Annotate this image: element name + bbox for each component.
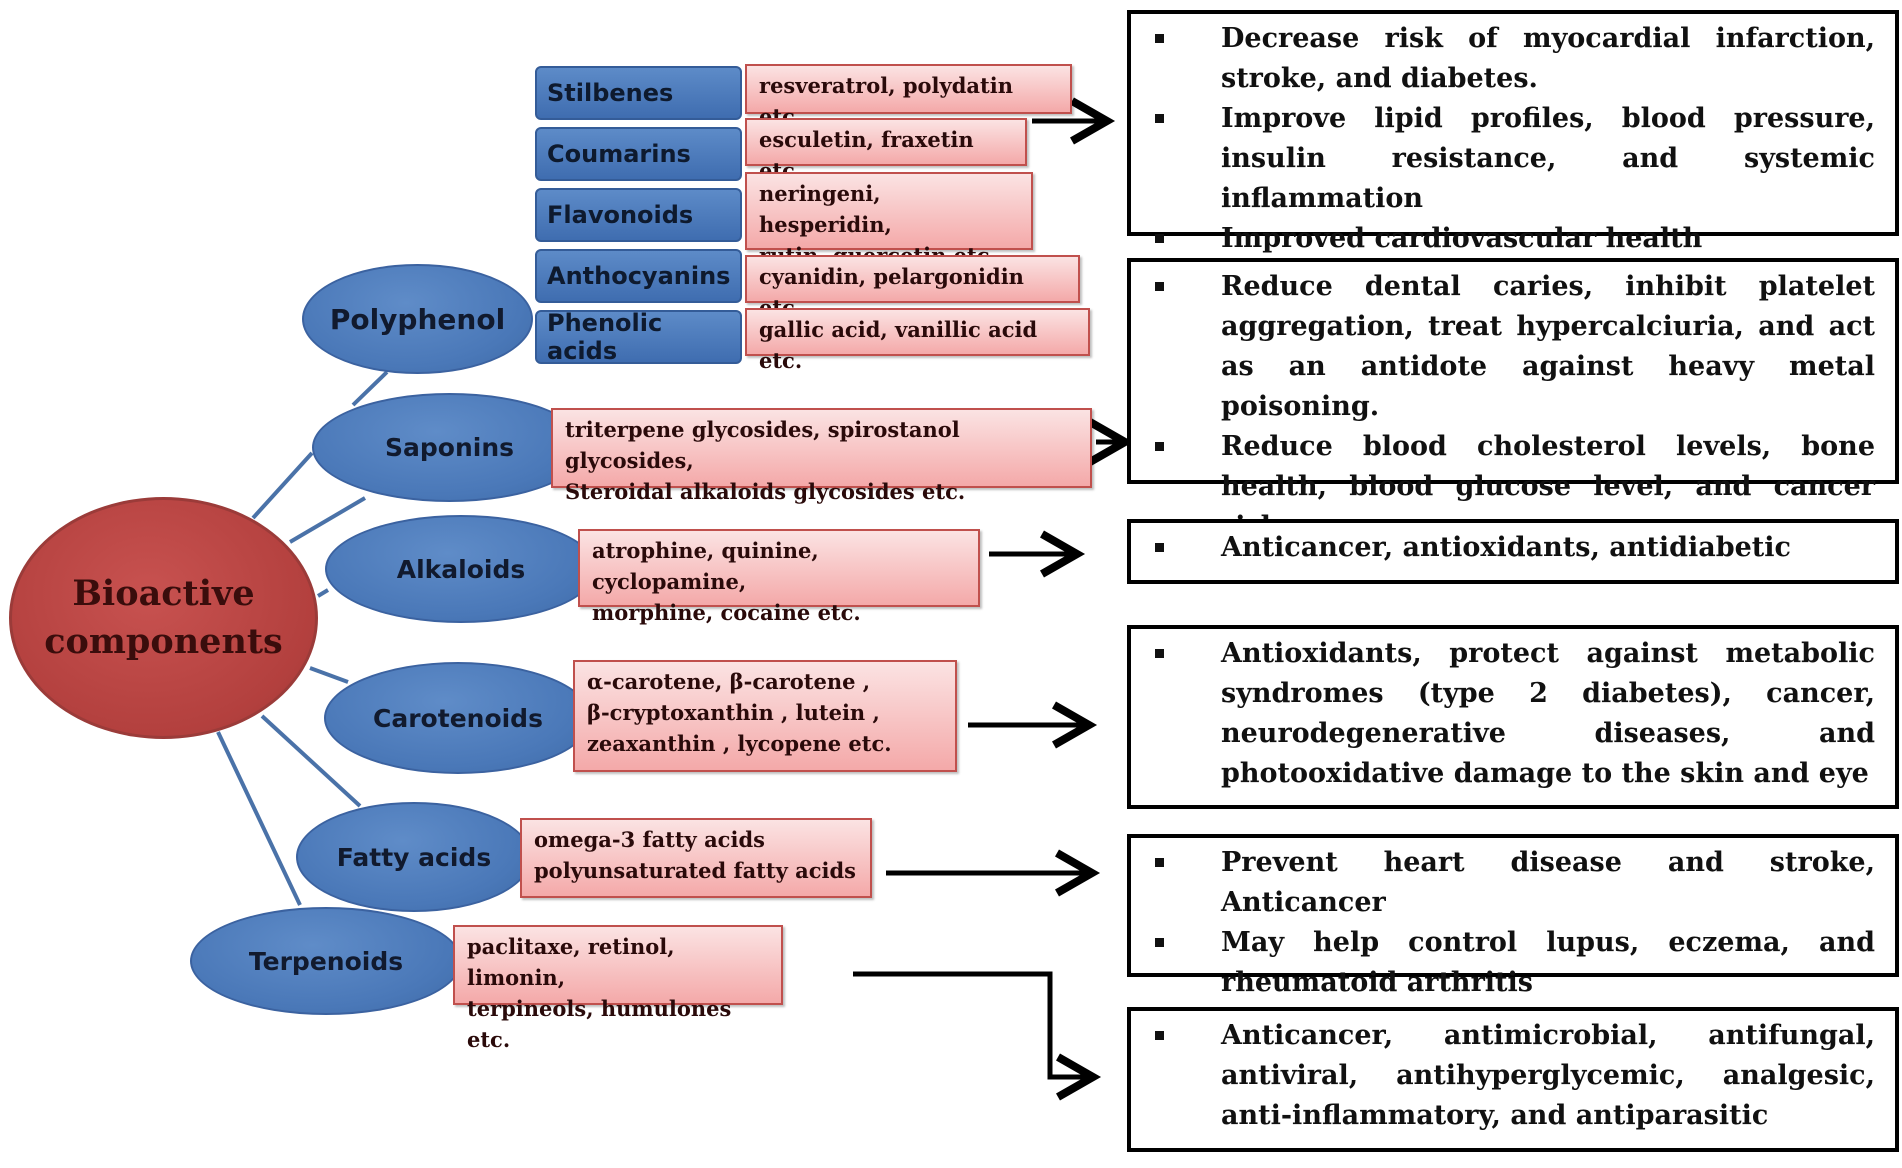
subclass-stilbenes: Stilbenes (535, 66, 742, 120)
subclass-label: Anthocyanins (547, 262, 731, 290)
effects-carotenoids-box: Antioxidants, protect against metabolic … (1127, 625, 1899, 809)
class-label: Terpenoids (248, 946, 404, 976)
examples-phenolic-acids: gallic acid, vanillic acid etc. (745, 308, 1090, 373)
saponins-node: Saponins (312, 393, 587, 502)
class-label: Alkaloids (396, 554, 526, 584)
examples-flavonoids: neringeni, hesperidin, rutin, quercetin … (745, 172, 1033, 268)
subclass-coumarins: Coumarins (535, 127, 742, 181)
main-node-line1: Bioactive (72, 573, 255, 614)
branch-line-terpenoids (216, 731, 302, 906)
examples-anthocyanins: cyanidin, pelargonidin etc. (745, 255, 1080, 320)
examples-saponins: triterpene glycosides, spirostanol glyco… (551, 408, 1092, 504)
class-label: Carotenoids (373, 703, 543, 733)
branch-line-carotenoids (309, 666, 349, 684)
effects-fatty-acids-box: Prevent heart disease and stroke, Antica… (1127, 834, 1899, 998)
examples-fatty-acids: omega-3 fatty acids polyunsaturated fatt… (520, 818, 872, 898)
examples-coumarins: esculetin, fraxetin etc. (745, 118, 1027, 183)
effects-terpenoids-box: Anticancer, antimicrobial, antifungal, a… (1127, 1007, 1899, 1152)
branch-line-polyphenol (351, 370, 389, 407)
examples-alkaloids: atrophine, quinine, cyclopamine, morphin… (578, 529, 980, 625)
bioactive-components-node: Bioactive components (9, 497, 318, 739)
examples-carotenoids: α-carotene, β-carotene , β-cryptoxanthin… (573, 660, 957, 772)
subclass-label: Phenolic acids (547, 309, 663, 365)
branch-line-saponins (251, 451, 314, 520)
alkaloids-node: Alkaloids (325, 515, 597, 623)
class-label: Saponins (385, 433, 514, 462)
examples-stilbenes: resveratrol, polydatin etc. (745, 64, 1072, 129)
terpenoids-node: Terpenoids (190, 907, 462, 1015)
subclass-label: Coumarins (547, 140, 691, 168)
subclass-label: Stilbenes (547, 79, 674, 107)
branch-line-alkaloids (316, 588, 330, 598)
effect-item: Reduce dental caries, inhibit platelet a… (1141, 267, 1875, 427)
effect-item: Improved cardiovascular health (1141, 219, 1875, 259)
polyphenol-label: Polyphenol (329, 302, 506, 336)
effects-saponins-box: Reduce dental caries, inhibit platelet a… (1127, 258, 1899, 542)
fatty-acids-node: Fatty acids (296, 802, 532, 912)
subclass-phenolic-acids: Phenolic acids (535, 309, 742, 365)
effect-item: Antioxidants, protect against metabolic … (1141, 634, 1875, 794)
main-node-line2: components (44, 621, 283, 662)
effect-item: Anticancer, antimicrobial, antifungal, a… (1141, 1016, 1875, 1136)
effect-item: Prevent heart disease and stroke, Antica… (1141, 843, 1875, 923)
class-label: Fatty acids (336, 842, 492, 872)
effect-item: Improve lipid profiles, blood pressure, … (1141, 99, 1875, 219)
polyphenol-node: Polyphenol (302, 264, 533, 374)
effect-item: Decrease risk of myocardial infarction, … (1141, 19, 1875, 99)
examples-terpenoids: paclitaxe, retinol, limonin, terpineols,… (453, 925, 783, 1052)
effect-item: May help control lupus, eczema, and rheu… (1141, 923, 1875, 1003)
arrow-terpenoids (853, 971, 1102, 1101)
subclass-flavonoids: Flavonoids (535, 188, 742, 242)
effects-alkaloids-box: Anticancer, antioxidants, antidiabetic (1127, 519, 1899, 584)
effects-polyphenol-box: Decrease risk of myocardial infarction, … (1127, 10, 1899, 254)
branch-line-fatty-acids (260, 714, 362, 808)
subclass-anthocyanins: Anthocyanins (535, 249, 742, 303)
effect-item: Anticancer, antioxidants, antidiabetic (1141, 528, 1875, 568)
branch-line-saponins-2 (288, 496, 367, 544)
subclass-label: Flavonoids (547, 201, 694, 229)
carotenoids-node: Carotenoids (324, 662, 592, 774)
